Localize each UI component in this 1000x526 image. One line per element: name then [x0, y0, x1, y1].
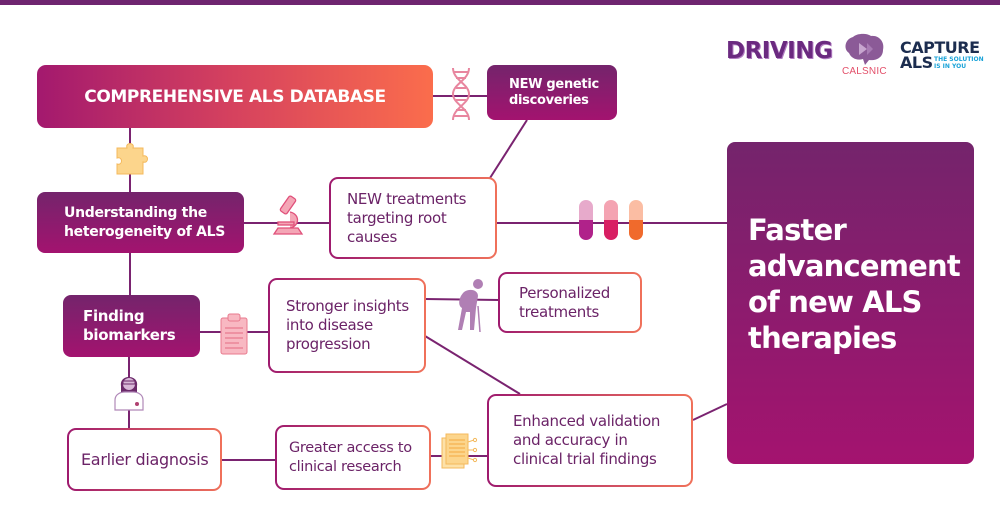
driving-logo: DRIVING [726, 38, 833, 64]
biomarkers-node: Finding biomarkers [63, 295, 200, 357]
node-text-line: targeting root [347, 208, 447, 227]
node-text-line: treatments [519, 302, 600, 321]
node-text-line: into disease [286, 316, 373, 334]
genetic-discoveries-node: NEW genetic discoveries [487, 65, 617, 120]
clipboard-icon [220, 313, 248, 355]
stronger-insights-node: Stronger insights into disease progressi… [268, 278, 426, 373]
node-text-line: progression [286, 335, 371, 353]
puzzle-piece-icon [116, 143, 148, 175]
node-text-line: Stronger insights [286, 297, 409, 315]
pills-icon [579, 200, 643, 240]
comprehensive-als-database-node: COMPREHENSIVE ALS DATABASE [37, 65, 433, 128]
node-text-line: causes [347, 227, 398, 246]
node-text-line: clinical research [289, 458, 402, 475]
top-accent-bar [0, 0, 1000, 5]
calsnic-logo-text: CALSNIC [842, 66, 887, 77]
capture-logo-line1: CAPTURE [900, 38, 980, 57]
result-text-line: therapies [748, 321, 897, 355]
connector-genetic-to-treatments [489, 119, 528, 179]
node-text-line: Personalized [519, 283, 610, 302]
faster-advancement-result-node: Faster advancement of new ALS therapies [727, 142, 974, 464]
greater-access-node: Greater access to clinical research [275, 425, 431, 490]
dna-icon [451, 67, 471, 121]
node-text-line: Earlier diagnosis [81, 450, 209, 469]
connector-insights-to-validation [424, 335, 521, 395]
earlier-diagnosis-node: Earlier diagnosis [67, 428, 222, 491]
node-text-line: Understanding the [64, 204, 207, 221]
node-text-line: discoveries [509, 92, 589, 108]
result-text-line: of new ALS [748, 285, 922, 319]
capture-als-logo: CAPTURE ALS [900, 38, 980, 72]
node-text-line: biomarkers [83, 326, 176, 344]
connector-validation-to-result [692, 403, 728, 421]
elderly-person-icon [458, 279, 483, 333]
result-text-line: advancement [748, 249, 961, 283]
capture-logo-line2: ALS [900, 53, 933, 72]
calsnic-brain-logo-icon [845, 33, 884, 65]
node-text-line: Finding [83, 307, 145, 325]
microscope-icon [272, 195, 304, 235]
new-treatments-node: NEW treatments targeting root causes [329, 177, 497, 259]
capture-logo-tagline: THE SOLUTION IS IN YOU [934, 56, 984, 70]
node-text-line: NEW genetic [509, 76, 599, 92]
result-text-line: Faster [748, 213, 847, 247]
node-text-line: Greater access to [289, 439, 412, 456]
node-text-line: clinical trial findings [513, 450, 657, 468]
personalized-treatments-node: Personalized treatments [498, 272, 642, 333]
data-document-icon [441, 433, 478, 469]
node-text-line: NEW treatments [347, 189, 467, 208]
heterogeneity-node: Understanding the heterogeneity of ALS [37, 192, 244, 253]
enhanced-validation-node: Enhanced validation and accuracy in clin… [487, 394, 693, 487]
doctor-icon [114, 377, 144, 411]
node-text-line: and accuracy in [513, 431, 628, 449]
tagline-line1: THE SOLUTION [934, 56, 984, 63]
node-text-line: Enhanced validation [513, 412, 661, 430]
tagline-line2: IS IN YOU [934, 62, 967, 70]
node-text-line: heterogeneity of ALS [64, 223, 226, 240]
